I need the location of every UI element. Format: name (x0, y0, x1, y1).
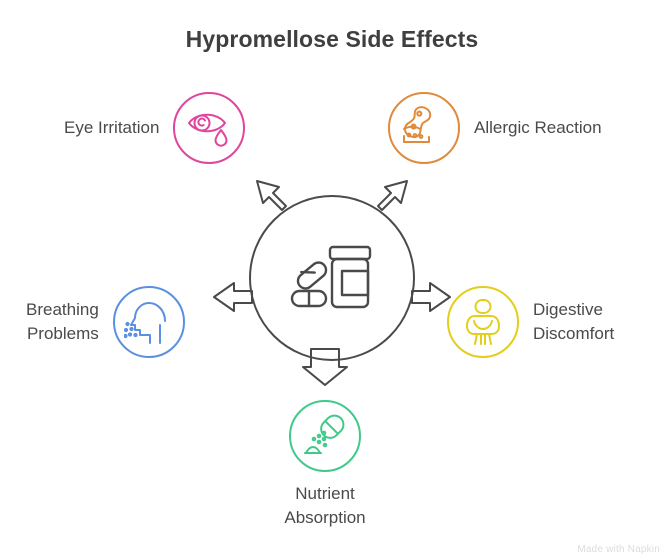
capsule-powder-icon (289, 400, 361, 472)
node-breathing-problems[interactable]: Breathing Problems (26, 286, 185, 358)
page-title: Hypromellose Side Effects (185, 26, 479, 52)
node-label-nutrient-absorption: Nutrient Absorption (284, 484, 366, 528)
stomach-ache-person-icon (447, 286, 519, 358)
node-label-allergic-reaction: Allergic Reaction (474, 117, 602, 137)
peanut-allergy-icon (388, 92, 460, 164)
node-digestive-discomfort[interactable]: Digestive Discomfort (447, 286, 614, 358)
head-breathing-icon (112, 286, 185, 358)
pill-bottle-icon (249, 195, 415, 361)
eye-teardrop-icon (173, 92, 246, 164)
center-hub-ring (249, 195, 415, 361)
node-label-eye-irritation: Eye Irritation (64, 117, 160, 137)
node-nutrient-absorption[interactable]: Nutrient Absorption (244, 400, 406, 530)
node-label-breathing-problems: Breathing Problems (26, 299, 99, 343)
node-eye-irritation[interactable]: Eye Irritation (64, 92, 246, 164)
node-label-digestive-discomfort: Digestive Discomfort (533, 299, 615, 343)
watermark: Made with Napkin (577, 544, 660, 555)
node-allergic-reaction[interactable]: Allergic Reaction (388, 92, 602, 164)
center-hub (249, 195, 415, 361)
